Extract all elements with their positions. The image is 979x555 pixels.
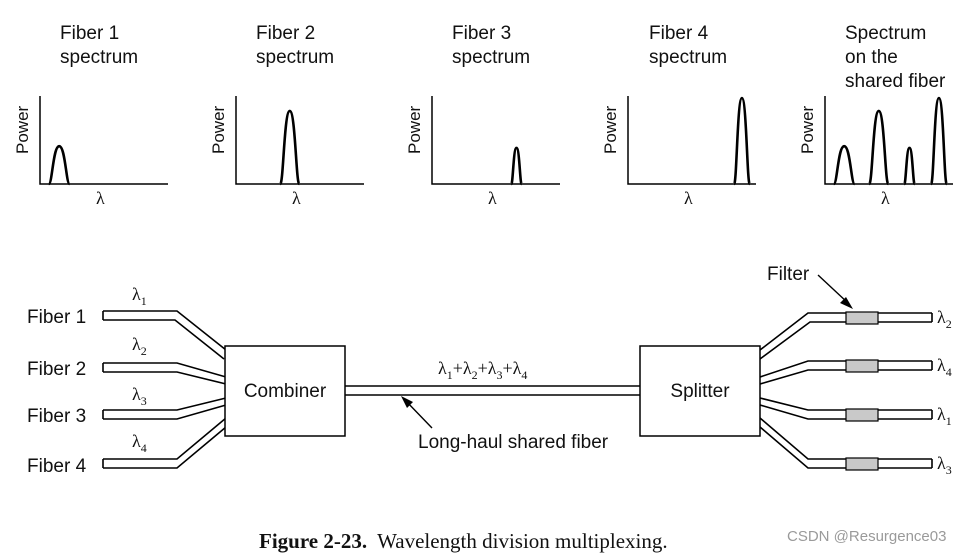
input-fiber-4 <box>102 417 227 469</box>
filter-4 <box>845 457 879 471</box>
input-fiber-label-2: Fiber 2 <box>27 359 86 380</box>
filter-3 <box>845 408 879 422</box>
input-lambda-1: λ1 <box>132 284 147 308</box>
shared-fiber-label: Long-haul shared fiber <box>418 432 609 453</box>
spectrum-panel-5-peak-1 <box>832 144 856 186</box>
spectrum-panel-5-title-line-3: shared fiber <box>845 71 946 92</box>
spectrum-panel-2-xlabel: λ <box>292 188 301 208</box>
spectrum-panel-2-title-line-1: Fiber 2 <box>256 23 315 44</box>
filter-1 <box>845 311 879 325</box>
input-fiber-2 <box>102 362 227 385</box>
output-fiber-2 <box>759 360 933 385</box>
input-fiber-label-3: Fiber 3 <box>27 406 86 427</box>
spectrum-panel-4-axes <box>627 96 756 185</box>
spectrum-panel-5-title-line-1: Spectrum <box>845 23 926 44</box>
spectrum-panel-3-peak-1 <box>510 146 523 186</box>
input-fiber-label-1: Fiber 1 <box>27 307 86 328</box>
spectrum-panel-5-peak-4 <box>929 96 948 186</box>
spectrum-panel-4-ylabel: Power <box>601 105 620 154</box>
spectrum-panel-4-peak-1 <box>732 96 751 186</box>
spectrum-panel-1-xlabel: λ <box>96 188 105 208</box>
spectrum-panel-4-title-line-2: spectrum <box>649 47 727 68</box>
spectrum-panel-1-title-line-2: spectrum <box>60 47 138 68</box>
spectrum-panel-3-title-line-2: spectrum <box>452 47 530 68</box>
output-lambda-2: λ4 <box>937 355 952 379</box>
spectrum-panel-5-peak-2 <box>867 109 890 186</box>
input-fiber-group: Fiber 1 Fiber 2 Fiber 3 Fiber 4 λ1 λ2 λ3… <box>27 284 227 477</box>
splitter-label: Splitter <box>670 381 730 402</box>
spectrum-panel-5-ylabel: Power <box>798 105 817 154</box>
spectrum-panel-3-axes <box>431 96 560 185</box>
spectrum-panel-4-xlabel: λ <box>684 188 693 208</box>
spectrum-panel-2-ylabel: Power <box>209 105 228 154</box>
input-lambda-3: λ3 <box>132 384 147 408</box>
combiner-box <box>224 345 346 437</box>
output-lambda-1: λ2 <box>937 307 952 331</box>
spectrum-panel-1-title-line-1: Fiber 1 <box>60 23 119 44</box>
input-fiber-3 <box>102 397 227 420</box>
input-lambda-2: λ2 <box>132 334 147 358</box>
spectrum-panel-3-ylabel: Power <box>405 105 424 154</box>
filter-label: Filter <box>767 264 810 285</box>
spectrum-panel-1-peak-1 <box>47 144 71 186</box>
spectrum-panel-2-peak-1 <box>278 109 301 186</box>
input-lambda-4: λ4 <box>132 431 147 455</box>
spectrum-panel-1-axes <box>39 96 168 185</box>
shared-fiber-arrowhead <box>401 396 413 408</box>
spectrum-panel-5-peak-3 <box>903 146 916 186</box>
combined-lambda-label: λ1+λ2+λ3+λ4 <box>438 358 527 382</box>
filter-arrowhead <box>840 297 853 309</box>
output-fiber-4 <box>759 417 933 469</box>
spectrum-panel-5-title-line-2: on the <box>845 47 898 68</box>
splitter-box <box>639 345 761 437</box>
figure-number: Figure 2-23. <box>259 529 367 553</box>
shared-fiber <box>345 385 640 396</box>
spectrum-panel-2-axes <box>235 96 364 185</box>
filter-pointer <box>817 274 849 304</box>
figure-caption: Figure 2-23. Wavelength division multipl… <box>259 529 668 553</box>
output-fiber-group: λ2 λ4 λ1 λ3 <box>759 307 952 477</box>
spectrum-panel-2-title-line-2: spectrum <box>256 47 334 68</box>
output-fiber-1 <box>759 312 933 360</box>
combiner-label: Combiner <box>244 381 327 402</box>
spectrum-panel-3-title-line-1: Fiber 3 <box>452 23 511 44</box>
input-fiber-1 <box>102 310 227 360</box>
input-fiber-label-4: Fiber 4 <box>27 456 87 477</box>
spectrum-panel-1-ylabel: Power <box>13 105 32 154</box>
filter-2 <box>845 359 879 373</box>
figure-caption-text: Wavelength division multiplexing. <box>377 529 668 553</box>
spectrum-panel-5-axes <box>824 96 953 185</box>
spectrum-panel-3-xlabel: λ <box>488 188 497 208</box>
spectrum-panel-4-title-line-1: Fiber 4 <box>649 23 709 44</box>
output-lambda-4: λ3 <box>937 453 952 477</box>
output-lambda-3: λ1 <box>937 404 952 428</box>
watermark: CSDN @Resurgence03 <box>787 528 946 545</box>
output-fiber-3 <box>759 397 933 420</box>
spectrum-panel-5-xlabel: λ <box>881 188 890 208</box>
